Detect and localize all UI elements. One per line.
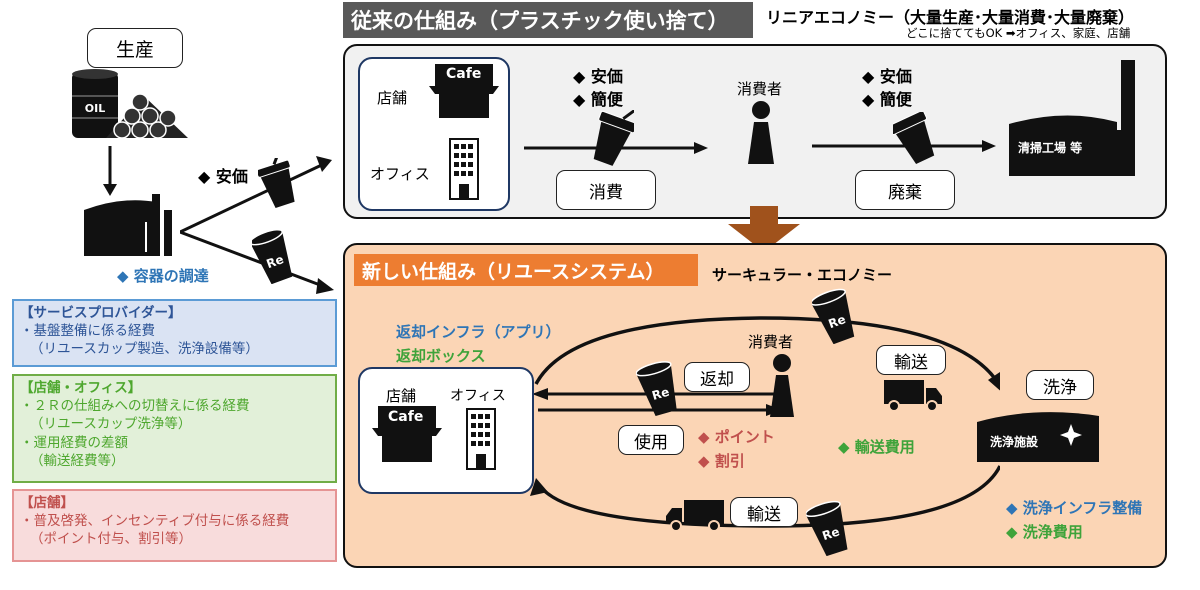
store-office-item: ・運用経費の差額 bbox=[20, 434, 128, 451]
new-office-label: オフィス bbox=[450, 388, 506, 404]
store-item: ・普及啓発、インセンティブ付与に係る経費 bbox=[20, 513, 290, 530]
disposal-label: 廃棄 bbox=[855, 170, 955, 210]
disposable-cup-icon bbox=[593, 110, 634, 166]
transport-cost-label: ◆ 輸送費用 bbox=[838, 438, 915, 456]
wash-facility-icon bbox=[977, 412, 1099, 462]
store-office-box: 【店舗・オフィス】 ・２Ｒの仕組みへの切替えに係る経費 （リユースカップ洗浄等）… bbox=[12, 374, 337, 483]
oil-drum-icon: OIL bbox=[72, 69, 188, 139]
old-cheap-label: ◆ 安価 bbox=[573, 67, 623, 86]
reuse-cup-label: Re bbox=[820, 524, 841, 543]
branch-arrows-icon bbox=[180, 156, 334, 294]
old-system-subtitle: リニアエコノミー（大量生産･大量消費･大量廃棄） bbox=[766, 8, 1135, 27]
disposable-cup-icon bbox=[893, 112, 935, 164]
wash-label: 洗浄 bbox=[1026, 370, 1094, 400]
disposable-cup-icon bbox=[258, 158, 295, 208]
incineration-plant-icon bbox=[1009, 60, 1135, 176]
reuse-cup-icon: Re bbox=[806, 500, 848, 556]
return-infra-label: 返却インフラ（アプリ） bbox=[396, 323, 561, 341]
reuse-cup-icon: Re bbox=[636, 361, 677, 416]
use-label: 使用 bbox=[618, 425, 684, 455]
reuse-cup-label: Re bbox=[650, 385, 671, 403]
arrow-right-icon bbox=[524, 142, 708, 154]
old-system-note: どこに捨ててもOK ➡オフィス、家庭、店舗 bbox=[906, 26, 1131, 40]
return-label: 返却 bbox=[684, 362, 750, 392]
container-procurement-label: ◆ 容器の調達 bbox=[117, 267, 209, 285]
office-building-icon bbox=[466, 408, 496, 470]
old-store-label: 店舗 bbox=[377, 89, 408, 107]
new-system-header: 新しい仕組み（リユースシステム） bbox=[354, 254, 698, 286]
new-system-subtitle: サーキュラー・エコノミー bbox=[712, 266, 893, 284]
cheap-label: ◆ 安価 bbox=[198, 167, 248, 186]
wash-cost-label: ◆ 洗浄費用 bbox=[1006, 523, 1083, 541]
wash-facility-label: 洗浄施設 bbox=[990, 435, 1039, 449]
store-box: 【店舗】 ・普及啓発、インセンティブ付与に係る経費 （ポイント付与、割引等） bbox=[12, 489, 337, 562]
store-office-title: 【店舗・オフィス】 bbox=[20, 380, 142, 396]
reuse-cup-icon: Re bbox=[252, 228, 293, 284]
service-provider-title: 【サービスプロバイダー】 bbox=[20, 305, 182, 321]
store-office-item: ・２Ｒの仕組みへの切替えに係る経費 bbox=[20, 398, 250, 415]
office-building-icon bbox=[449, 138, 479, 200]
old-cheap2-label: ◆ 安価 bbox=[862, 67, 912, 86]
old-convenient2-label: ◆ 簡便 bbox=[862, 90, 912, 109]
old-office-label: オフィス bbox=[370, 165, 430, 183]
point-label: ◆ ポイント bbox=[698, 428, 775, 446]
production-label: 生産 bbox=[87, 28, 183, 68]
reuse-cup-label: Re bbox=[826, 312, 847, 331]
person-icon bbox=[770, 354, 794, 417]
cafe-icon bbox=[372, 406, 442, 462]
transition-arrow-icon bbox=[728, 206, 800, 252]
new-consumer-label: 消費者 bbox=[748, 333, 794, 351]
old-system-header: 従来の仕組み（プラスチック使い捨て） bbox=[343, 2, 753, 38]
truck-icon bbox=[884, 380, 942, 412]
new-cafe-label: Cafe bbox=[388, 409, 424, 425]
transport-top-label: 輸送 bbox=[876, 345, 946, 375]
store-office-item: （輸送経費等） bbox=[30, 452, 125, 469]
return-box-label: 返却ボックス bbox=[396, 347, 486, 365]
arrow-down-icon bbox=[103, 146, 117, 196]
wash-infra-label: ◆ 洗浄インフラ整備 bbox=[1006, 499, 1143, 517]
service-provider-box: 【サービスプロバイダー】 ・基盤整備に係る経費 （リユースカップ製造、洗浄設備等… bbox=[12, 299, 337, 367]
old-convenient-label: ◆ 簡便 bbox=[573, 90, 623, 109]
person-icon bbox=[748, 101, 774, 164]
store-item: （ポイント付与、割引等） bbox=[30, 531, 192, 548]
service-provider-item: ・基盤整備に係る経費 bbox=[20, 323, 155, 340]
reuse-cup-label: Re bbox=[264, 252, 285, 271]
factory-icon bbox=[84, 194, 172, 256]
store-title: 【店舗】 bbox=[20, 495, 74, 511]
arrow-right-icon bbox=[812, 140, 996, 152]
discount-label: ◆ 割引 bbox=[698, 452, 745, 470]
reuse-cup-icon: Re bbox=[812, 288, 855, 344]
old-cafe-label: Cafe bbox=[446, 66, 482, 82]
old-consumer-label: 消費者 bbox=[737, 80, 783, 98]
transport-bottom-label: 輸送 bbox=[730, 497, 798, 527]
cleaning-plant-label: 清掃工場 等 bbox=[1018, 141, 1083, 155]
cafe-icon bbox=[429, 64, 499, 118]
new-store-label: 店舗 bbox=[386, 387, 417, 405]
oil-label: OIL bbox=[85, 102, 105, 115]
consumption-label: 消費 bbox=[556, 170, 656, 210]
service-provider-item: （リユースカップ製造、洗浄設備等） bbox=[30, 341, 259, 358]
truck-icon bbox=[666, 500, 724, 532]
store-office-item: （リユースカップ洗浄等） bbox=[30, 416, 192, 433]
